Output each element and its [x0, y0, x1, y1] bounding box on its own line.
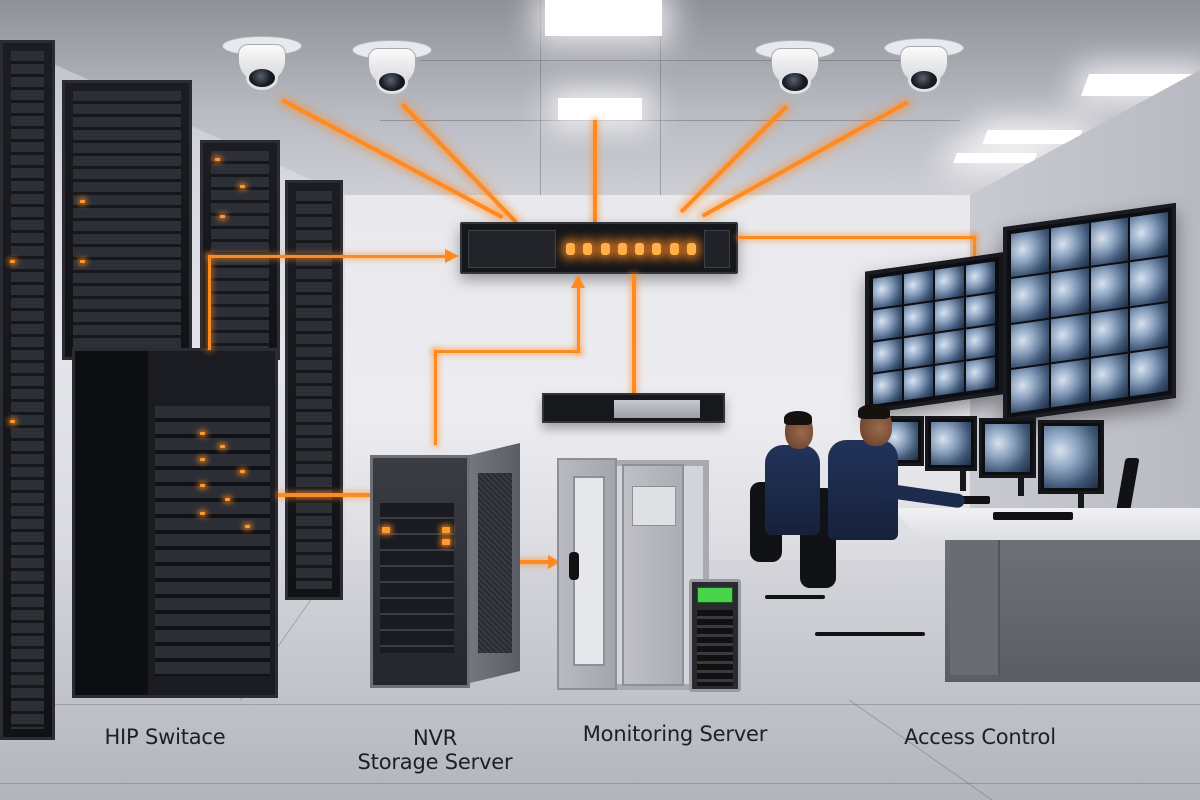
nvr-to-door-link [520, 560, 550, 564]
switch-power-panel [704, 230, 730, 268]
desk-monitor [925, 416, 977, 471]
ceiling-grid-line [660, 0, 661, 195]
tower-led [442, 539, 450, 545]
switch-to-encoder-link [632, 274, 636, 394]
tower-vent [478, 473, 512, 653]
switch-panel [468, 230, 556, 268]
rack-led [80, 260, 85, 263]
rack-to-switch-link [208, 255, 448, 258]
dome-camera [884, 38, 964, 102]
operator-hair [858, 404, 890, 419]
rack-led [240, 470, 245, 473]
desk-monitor [1038, 420, 1104, 494]
access-door [557, 458, 617, 690]
door-handle-icon [569, 552, 579, 580]
monitor-stand [960, 471, 966, 491]
rack-led [215, 158, 220, 161]
ceiling-light [953, 153, 1037, 163]
ceiling-light [545, 0, 662, 36]
rack-led [200, 484, 205, 487]
ceiling-grid-line [540, 0, 541, 195]
label-nvr-line2: Storage Server [357, 750, 513, 774]
floor-tile-line [0, 704, 1200, 705]
nvr-storage-server [370, 443, 520, 688]
keyboard [993, 512, 1073, 520]
rack-slots [73, 91, 181, 349]
monitor-stand [1078, 494, 1084, 508]
server-rack [200, 140, 280, 360]
rack-to-nvr-link [278, 493, 370, 497]
rack-led [225, 498, 230, 501]
rack-led [10, 420, 15, 423]
rack-led [245, 525, 250, 528]
tower-led [442, 527, 450, 533]
ceiling-grid-line [380, 120, 960, 121]
rack-bays [155, 406, 270, 676]
door-sign [632, 486, 676, 526]
rack-led [200, 512, 205, 515]
rack-led [80, 200, 85, 203]
nvr-to-switch-link [434, 350, 437, 445]
chair-base [815, 632, 925, 636]
ceiling-light [558, 98, 642, 120]
arrow-icon [445, 249, 459, 263]
switch-port-leds [562, 232, 700, 266]
monitor-stand [1018, 478, 1024, 496]
dome-camera [352, 40, 432, 104]
rack-led [200, 458, 205, 461]
rack-led [10, 260, 15, 263]
operator-hair [784, 411, 812, 425]
rack-led [220, 215, 225, 218]
video-wall-monitor-right [1003, 202, 1176, 423]
keypad-buttons [697, 610, 733, 686]
switch-to-videowall-link [738, 236, 976, 239]
rack-slots [211, 151, 269, 349]
nvr-to-switch-link [577, 286, 580, 353]
tower-drive-bays [380, 503, 454, 653]
ceiling-light [982, 130, 1083, 144]
server-rack [62, 80, 192, 360]
label-nvr-line1: NVR [412, 726, 458, 750]
video-wall-monitor-left [865, 252, 1003, 414]
encoder-device [542, 393, 725, 423]
server-rack [0, 40, 55, 740]
rack-led [220, 445, 225, 448]
operator-person [765, 445, 820, 535]
label-hip-switch: HIP Switace [104, 725, 226, 749]
keypad-display [697, 587, 733, 603]
desk-cabinet-door [950, 540, 1000, 675]
rack-slots [296, 191, 332, 589]
tower-led [382, 527, 390, 533]
server-cabinet-front [72, 348, 278, 698]
access-keypad [689, 579, 741, 692]
server-rack [285, 180, 343, 600]
nvr-to-switch-link [434, 350, 580, 353]
rack-led [200, 432, 205, 435]
floor-tile-line [0, 783, 1200, 784]
chair-base [765, 595, 825, 599]
encoder-panel [614, 400, 700, 418]
dome-camera [222, 36, 302, 100]
arrow-icon [571, 274, 585, 288]
label-nvr: NVR Storage Server [330, 726, 540, 774]
label-monitoring-server: Monitoring Server [582, 722, 768, 746]
rack-led [240, 185, 245, 188]
rack-slots [11, 51, 44, 729]
dome-camera [755, 40, 835, 104]
label-access-control: Access Control [904, 725, 1056, 749]
network-switch [460, 222, 738, 274]
switch-to-videowall-link [973, 236, 976, 264]
ceiling-grid-line [420, 60, 940, 61]
camera-link [593, 120, 597, 222]
rack-to-switch-link [208, 255, 211, 350]
desk-monitor [979, 418, 1036, 478]
